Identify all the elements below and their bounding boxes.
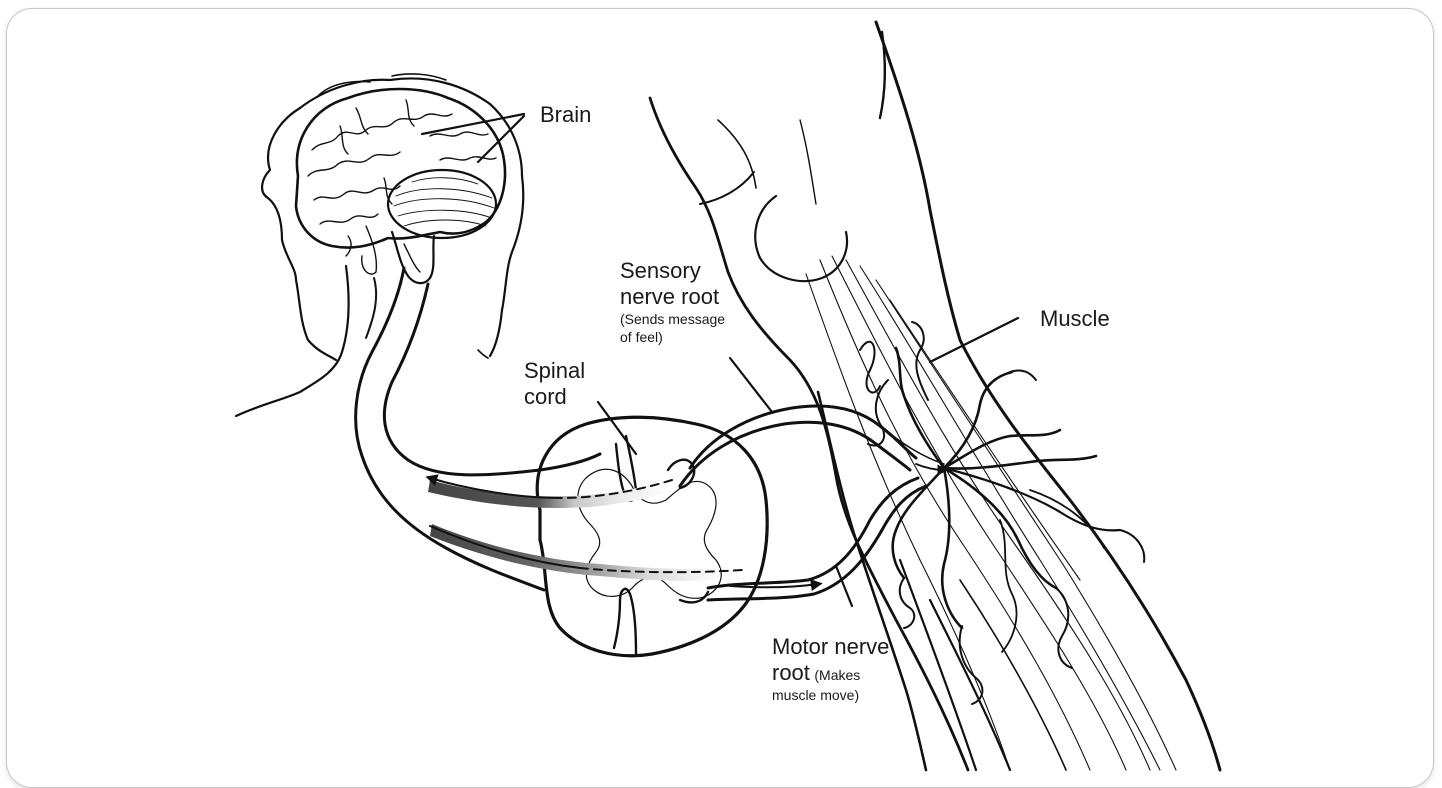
brain-drawing — [296, 89, 505, 283]
sensory-label-line2: nerve root — [620, 284, 725, 310]
brain-label-text: Brain — [540, 102, 591, 127]
sensory-note-line1: (Sends message — [620, 310, 725, 328]
signal-bands — [428, 480, 720, 581]
arm-outline — [650, 22, 1220, 770]
spinal-label-line1: Spinal — [524, 358, 585, 384]
spinal-cord-section — [537, 417, 767, 655]
muscle-label: Muscle — [1040, 306, 1110, 332]
motor-note-line2: muscle move) — [772, 686, 889, 704]
muscle-label-text: Muscle — [1040, 306, 1110, 331]
brain-leader-lines — [422, 114, 524, 162]
motor-note-line1: (Makes — [814, 667, 860, 683]
sensory-label-line1: Sensory — [620, 258, 725, 284]
motor-label-line2: root — [772, 660, 810, 685]
motor-nerve-root-label: Motor nerve root (Makes muscle move) — [772, 634, 889, 704]
sensory-leader-line — [730, 358, 772, 412]
head-outline — [236, 74, 523, 416]
sensory-nerve-root-label: Sensory nerve root (Sends message of fee… — [620, 258, 725, 346]
motor-label-line1: Motor nerve — [772, 634, 889, 660]
muscle-leader-line — [930, 318, 1018, 362]
brain-label: Brain — [540, 102, 591, 128]
spinal-cord-label: Spinal cord — [524, 358, 585, 410]
spinal-label-line2: cord — [524, 384, 585, 410]
sensory-note-line2: of feel) — [620, 328, 725, 346]
